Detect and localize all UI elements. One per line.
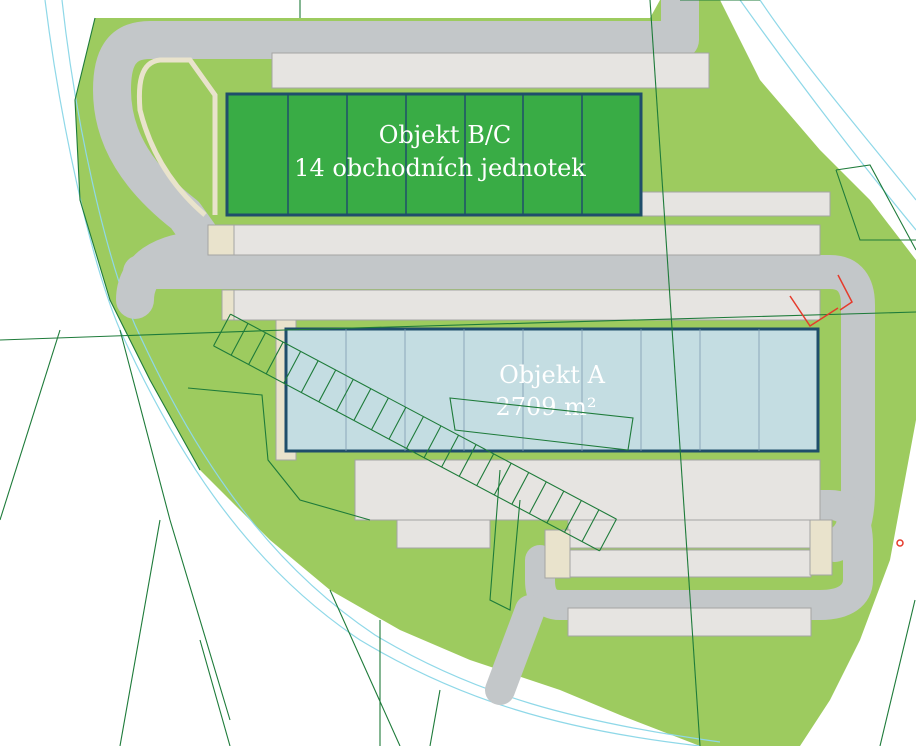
road-network [93, 0, 875, 705]
building-objekt-bc-units [287, 94, 583, 215]
building-objekt-bc: Objekt B/C 14 obchodních jednotek [225, 92, 643, 217]
ramp-step [230, 323, 249, 356]
ramp-step [370, 397, 389, 431]
building-objekt-bc-detail: 14 obchodních jednotek [294, 154, 586, 182]
ramp-step [511, 472, 530, 505]
ramp-step [335, 379, 354, 412]
pedestrian-paths [136, 57, 218, 217]
building-objekt-a-detail: 2709 m² [495, 393, 596, 421]
ramp-step [458, 444, 477, 477]
building-objekt-a-footprint [284, 327, 820, 453]
ramp-step [318, 369, 337, 403]
ramp-outlines [213, 313, 634, 611]
ramp-step [353, 388, 372, 421]
ramp-step [300, 360, 319, 393]
ramp-step [283, 351, 302, 384]
ramp-step [493, 462, 512, 496]
ramp-step [476, 453, 495, 486]
building-objekt-bc-footprint [225, 92, 643, 217]
building-objekt-a: Objekt A 2709 m² [284, 327, 820, 453]
ramp-step [528, 481, 547, 514]
building-objekt-a-bays [345, 329, 760, 451]
ramp-step [265, 341, 284, 375]
ramp-step [388, 407, 407, 440]
ramp-step [248, 332, 267, 365]
ramp-step [423, 425, 442, 458]
parking-strips [207, 52, 833, 637]
watercourse-lines [44, 0, 916, 746]
ramp-edge [213, 345, 600, 552]
ramp-step [213, 313, 231, 347]
location-marker [789, 274, 904, 547]
ramp-step [441, 434, 460, 468]
ramp-step [599, 518, 617, 552]
building-objekt-bc-name: Objekt B/C [379, 121, 512, 149]
building-objekt-a-name: Objekt A [499, 361, 606, 389]
ramp-step [563, 500, 582, 533]
ramp-step [406, 416, 424, 449]
ramp-step [546, 490, 565, 524]
ramp-step [581, 509, 600, 542]
ramp-edge [230, 313, 617, 520]
